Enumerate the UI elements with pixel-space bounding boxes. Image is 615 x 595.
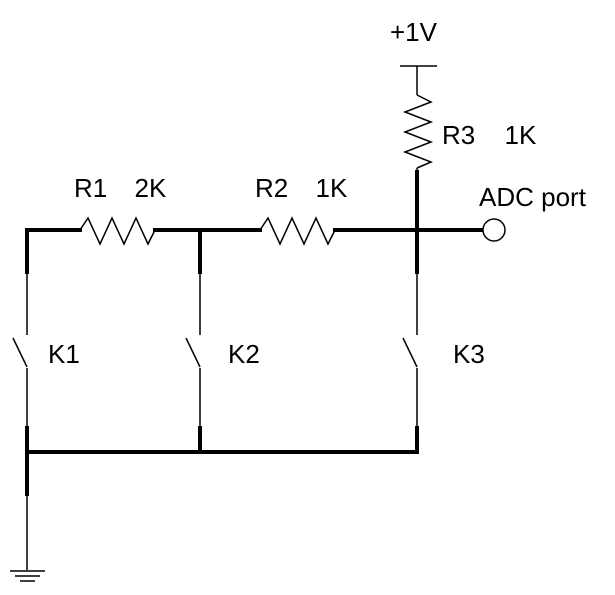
top-rail: [25, 216, 484, 246]
bottom-rail: [25, 426, 419, 496]
supply-terminal: +1V: [390, 17, 438, 95]
resistor-r2-id: R2: [255, 173, 288, 203]
switch-k2-label: K2: [228, 339, 260, 369]
resistor-r3-label: R3 1K: [442, 120, 537, 150]
switch-k1: K1: [12, 272, 80, 428]
resistor-r1-symbol: [79, 216, 156, 246]
switch-k2: K2: [185, 272, 260, 428]
resistor-r2-label: R2 1K: [255, 173, 348, 203]
supply-label: +1V: [390, 17, 438, 47]
adc-port-terminal: [482, 218, 506, 242]
resistor-r3: R3 1K: [402, 94, 537, 172]
resistor-r2-value: 1K: [315, 173, 347, 203]
adc-port: ADC port: [479, 182, 587, 242]
resistor-r1-value: 2K: [134, 173, 166, 203]
adc-port-label: ADC port: [479, 182, 587, 212]
resistor-r3-symbol: [402, 94, 434, 169]
switch-k3: K3: [402, 272, 485, 428]
ground-symbol: [10, 494, 45, 582]
resistor-r1-id: R1: [74, 173, 107, 203]
resistor-r3-value: 1K: [504, 120, 536, 150]
switch-k1-label: K1: [48, 339, 80, 369]
resistor-r3-id: R3: [442, 120, 475, 150]
resistor-r1-label: R1 2K: [74, 173, 167, 203]
switch-k2-blade: [185, 337, 201, 368]
resistor-r2-symbol: [259, 216, 336, 246]
switch-k3-label: K3: [453, 339, 485, 369]
switch-k1-blade: [12, 337, 28, 368]
switch-k3-blade: [402, 337, 418, 368]
